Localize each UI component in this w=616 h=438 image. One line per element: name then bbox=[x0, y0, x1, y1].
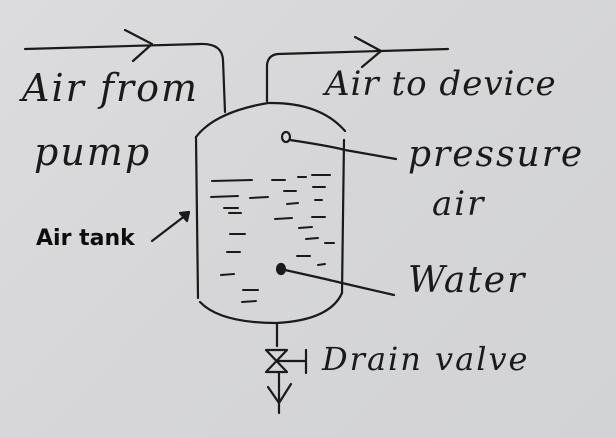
water-dashes bbox=[210, 174, 335, 303]
inlet-pipe bbox=[23, 42, 227, 114]
label-air-tank: Air tank bbox=[36, 226, 135, 251]
outlet-pipe bbox=[265, 47, 450, 103]
drain-valve-icon bbox=[264, 348, 289, 374]
pressure-air-marker bbox=[280, 130, 292, 144]
label-pressure: pressure bbox=[408, 134, 585, 175]
label-air-from-pump-1: Air from bbox=[22, 66, 199, 110]
label-drain-valve: Drain valve bbox=[322, 340, 530, 378]
label-air: air bbox=[432, 184, 486, 224]
label-air-to-device: Air to device bbox=[325, 64, 557, 104]
inlet-arrow-icon bbox=[123, 28, 154, 63]
water-leader bbox=[283, 268, 396, 297]
valve-handle bbox=[275, 348, 308, 375]
label-water: Water bbox=[408, 260, 527, 301]
tank-outline bbox=[194, 101, 347, 139]
drain-arrow-icon bbox=[266, 382, 293, 405]
pressure-air-leader bbox=[288, 138, 398, 161]
water-marker bbox=[275, 262, 287, 276]
air-tank-arrow-icon bbox=[178, 210, 191, 223]
label-air-from-pump-2: pump bbox=[34, 130, 152, 174]
air-tank-pointer bbox=[150, 213, 188, 243]
outlet-arrow-icon bbox=[353, 35, 383, 69]
